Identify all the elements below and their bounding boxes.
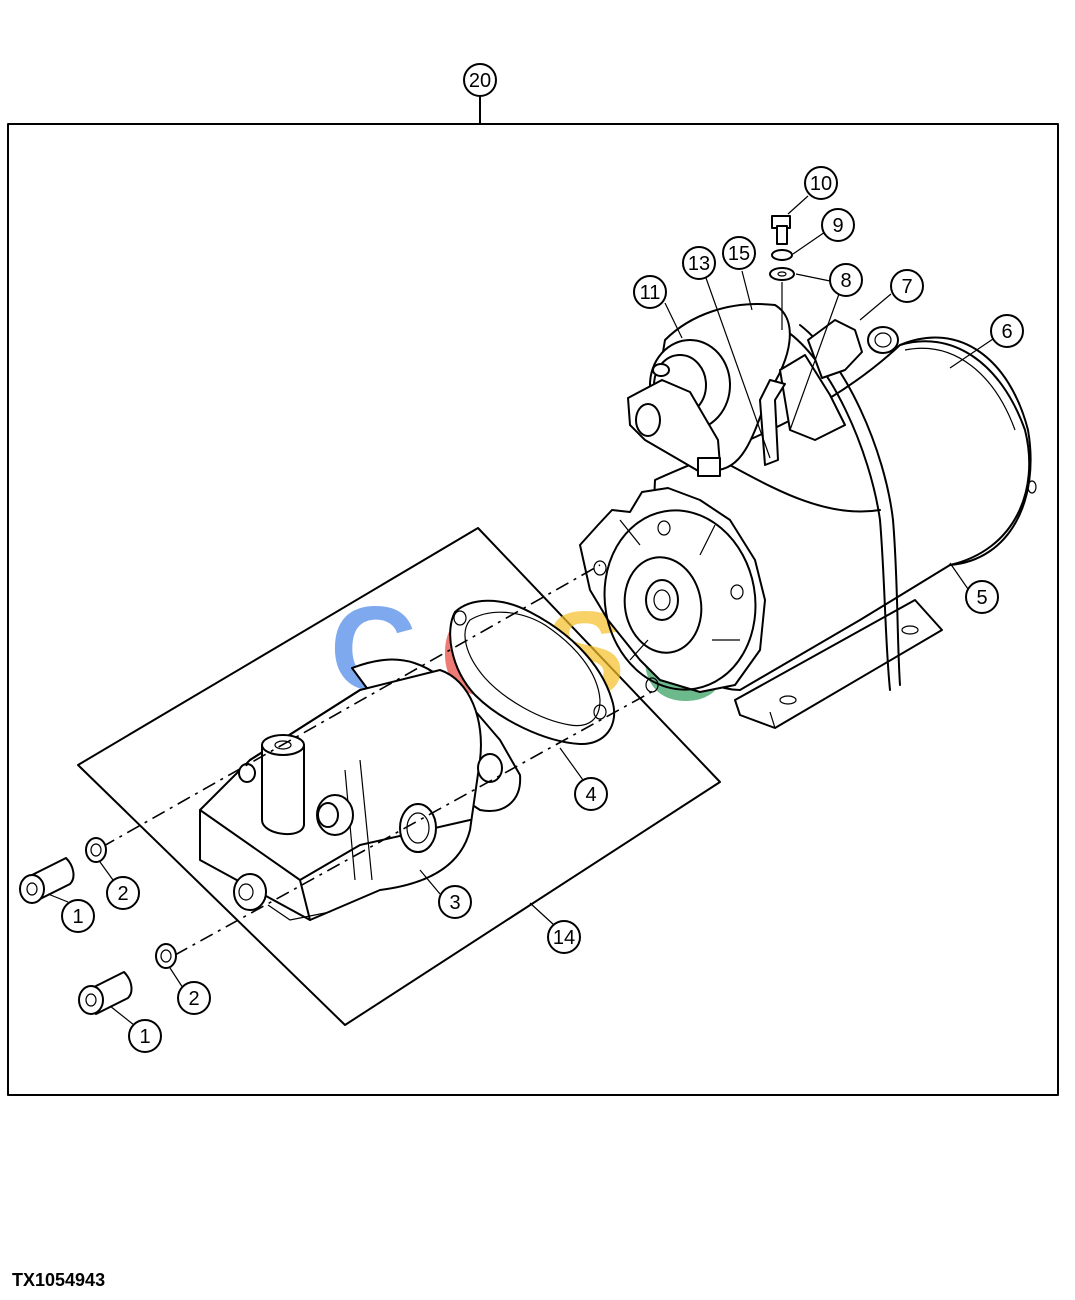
- callout-2-upper: 2: [106, 876, 140, 910]
- callout-label: 1: [72, 906, 83, 928]
- callout-label: 13: [688, 253, 710, 275]
- terminal-hardware: [769, 215, 795, 330]
- kit-boundary: [77, 527, 721, 1026]
- callout-label: 10: [810, 173, 832, 195]
- callout-label: 11: [640, 282, 661, 304]
- callout-label: 2: [188, 988, 199, 1010]
- leader-lines: [47, 195, 994, 1026]
- callout-label: 15: [728, 243, 750, 265]
- callout-3: 3: [438, 885, 472, 919]
- electric-motor: [579, 324, 1037, 729]
- assembly-line-upper: [101, 564, 601, 848]
- callout-20: 20: [463, 63, 497, 97]
- callout-10: 10: [804, 166, 838, 200]
- cap-screw-lower: [78, 971, 133, 1015]
- callout-label: 8: [840, 270, 851, 292]
- cap-screw-upper: [19, 857, 75, 904]
- lock-washer-upper: [85, 837, 107, 863]
- assembly-line-lower: [174, 689, 656, 956]
- callout-label: 7: [901, 276, 912, 298]
- callout-label: 1: [139, 1026, 150, 1048]
- callout-7: 7: [890, 269, 924, 303]
- callout-4: 4: [574, 777, 608, 811]
- callouts: 20 10 9 13 15 8 7 11: [61, 63, 1024, 1053]
- callout-14: 14: [547, 920, 581, 954]
- hydraulic-pump: [199, 658, 522, 921]
- callout-1-upper: 1: [61, 899, 95, 933]
- callout-2-lower: 2: [177, 981, 211, 1015]
- lock-washer-lower: [155, 943, 177, 969]
- gasket: [449, 599, 616, 746]
- callout-label: 3: [449, 892, 460, 914]
- callout-11: 11: [633, 275, 667, 309]
- callout-label: 2: [117, 883, 128, 905]
- callout-8: 8: [829, 263, 863, 297]
- assembly-frame: [7, 123, 1059, 1096]
- callout-label: 20: [469, 70, 491, 92]
- callout-label: 14: [553, 927, 575, 949]
- callout-13: 13: [682, 246, 716, 280]
- callout-15: 15: [722, 236, 756, 270]
- callout-label: 4: [585, 784, 596, 806]
- callout-label: 5: [976, 587, 987, 609]
- starter-solenoid: [627, 303, 899, 477]
- callout-1-lower: 1: [128, 1019, 162, 1053]
- figure-id: TX1054943: [12, 1270, 106, 1290]
- callout-label: 6: [1001, 321, 1012, 343]
- callout-label: 9: [832, 215, 843, 237]
- callout-6: 6: [990, 314, 1024, 348]
- callout-5: 5: [965, 580, 999, 614]
- callout-9: 9: [821, 208, 855, 242]
